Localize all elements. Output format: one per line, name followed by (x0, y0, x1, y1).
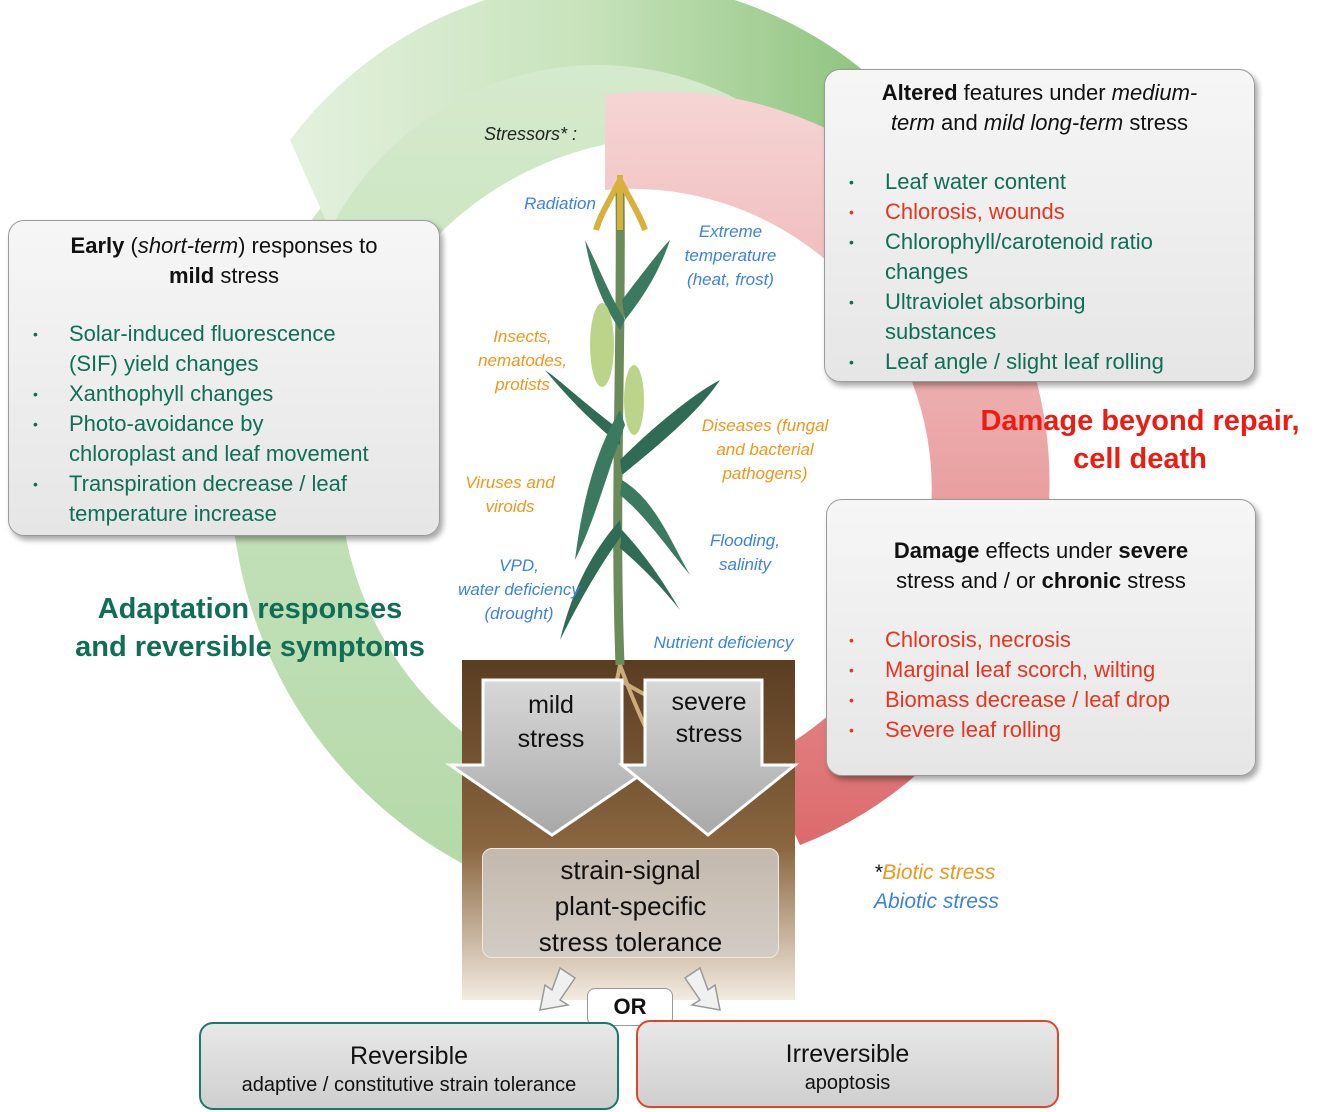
stressors-label: Stressors* : (484, 124, 578, 144)
or-label: OR (587, 988, 673, 1026)
stressor-flooding: Flooding, salinity (710, 531, 780, 574)
list-item: •Solar-induced fluorescence(SIF) yield c… (33, 321, 336, 376)
list-item: •Marginal leaf scorch, wilting (849, 657, 1156, 682)
early-list: •Solar-induced fluorescence(SIF) yield c… (33, 319, 434, 529)
reversible-box: Reversible adaptive / constitutive strai… (199, 1022, 619, 1110)
damage-title: Damage beyond repair, cell death (980, 405, 1300, 475)
stressor-extreme-temperature: Extreme temperature (heat, frost) (684, 222, 777, 289)
early-box-title: Early (short-term) responses to mild str… (70, 233, 378, 288)
altered-list: •Leaf water content •Chlorosis, wounds •… (849, 167, 1245, 377)
damage-list: •Chlorosis, necrosis •Marginal leaf scor… (849, 625, 1250, 745)
list-item: •Chlorosis, wounds (849, 199, 1065, 224)
list-item: •Leaf water content (849, 169, 1067, 194)
altered-features-box: Altered features under medium- term and … (824, 69, 1255, 382)
adaptation-title: Adaptation responses and reversible symp… (75, 593, 425, 663)
stressor-insects: Insects, nematodes, protists (478, 327, 567, 394)
list-item: •Chlorosis, necrosis (849, 627, 1071, 652)
list-item: •Biomass decrease / leaf drop (849, 687, 1170, 712)
mild-stress-label: mild stress (517, 691, 585, 753)
stress-legend: *Biotic stress Abiotic stress (874, 861, 999, 913)
damage-box-title: Damage effects under severe stress and /… (893, 538, 1189, 593)
list-item: •Leaf angle / slight leaf rolling (849, 349, 1164, 374)
stressor-vpd: VPD, water deficiency (drought) (458, 556, 580, 623)
altered-box-title: Altered features under medium- term and … (881, 80, 1198, 135)
damage-effects-box: Damage effects under severe stress and /… (826, 499, 1256, 776)
list-item: •Severe leaf rolling (849, 717, 1062, 742)
strain-tolerance-box: strain-signal plant-specific stress tole… (482, 848, 779, 958)
list-item: •Xanthophyll changes (33, 381, 274, 406)
irreversible-box: Irreversible apoptosis (636, 1020, 1059, 1108)
early-responses-box: Early (short-term) responses to mild str… (8, 220, 440, 536)
stressor-diseases: Diseases (fungal and bacterial pathogens… (701, 416, 829, 483)
stressor-radiation: Radiation (524, 194, 596, 213)
stressor-nutrient: Nutrient deficiency (653, 633, 794, 652)
severe-stress-label: severe stress (671, 688, 747, 748)
stressor-viruses: Viruses and viroids (465, 473, 555, 516)
